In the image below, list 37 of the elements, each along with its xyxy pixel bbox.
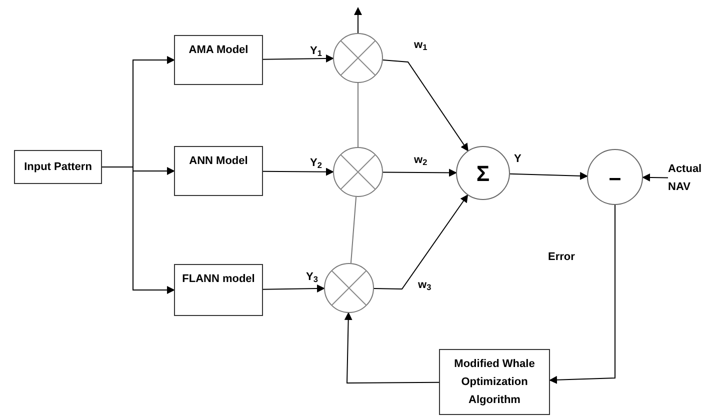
- node-label: FLANN model: [182, 272, 255, 287]
- arrow: [262, 284, 325, 292]
- arrow: [510, 172, 588, 180]
- process-box: [174, 35, 263, 85]
- node-label: Σ: [476, 160, 490, 188]
- edge-label: Y$_{2}$: [310, 158, 322, 169]
- arrow: [262, 168, 334, 176]
- process-box: [174, 264, 263, 316]
- arrow: [354, 7, 362, 34]
- arrow: [262, 54, 334, 62]
- process-box: [439, 349, 550, 415]
- edge-label: Y$_{3}$: [306, 272, 318, 283]
- node-label: AMA Model: [188, 43, 248, 58]
- edge-label: w$_{2}$: [414, 155, 428, 166]
- arrow: [642, 173, 668, 182]
- multiplier-symbol: [333, 33, 383, 83]
- edge-label: w$_{1}$: [414, 40, 428, 51]
- multiplier-symbol: [333, 147, 383, 197]
- process-box: [14, 150, 102, 184]
- edge-label: Y$_{1}$: [310, 46, 322, 57]
- arrow: [382, 60, 468, 152]
- arrow: [344, 312, 440, 384]
- arrow: [374, 194, 468, 290]
- node-label: Input Pattern: [24, 160, 92, 175]
- process-box: [174, 146, 263, 196]
- edge-label: Error: [548, 252, 575, 263]
- arrow: [549, 204, 616, 384]
- node-label: ANN Model: [189, 154, 248, 169]
- node-label: –: [608, 164, 622, 192]
- connector-line: [350, 196, 357, 264]
- arrow: [102, 166, 175, 294]
- node-label: Actual NAV: [668, 162, 703, 195]
- arrow: [382, 168, 457, 177]
- node-label: Modified Whale Optimization Algorithm: [453, 357, 536, 408]
- edge-label: Y: [514, 154, 522, 165]
- edge-label: w$_{3}$: [418, 280, 432, 291]
- multiplier-symbol: [324, 263, 374, 313]
